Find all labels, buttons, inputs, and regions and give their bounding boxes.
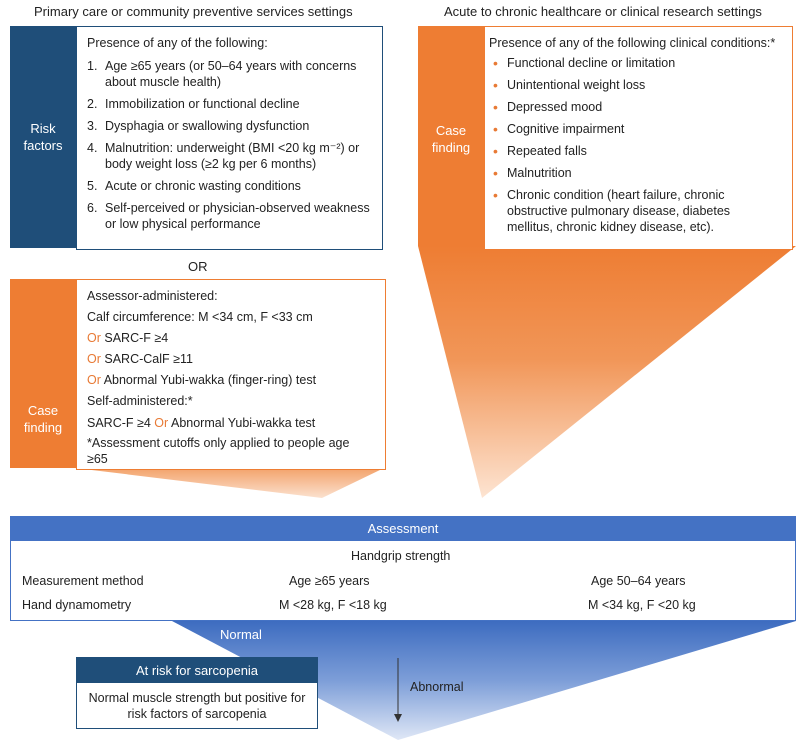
calf-circumference: Calf circumference: M <34 cm, F <33 cm [87,310,313,324]
at-risk-title: At risk for sarcopenia [135,662,259,678]
risk-factors-box: Presence of any of the following: Age ≥6… [76,26,383,250]
clinical-condition-item: Unintentional weight loss [489,77,769,93]
clinical-condition-item: Depressed mood [489,99,769,115]
case-finding-right-box: Presence of any of the following clinica… [484,26,793,250]
right-setting-heading: Acute to chronic healthcare or clinical … [444,4,762,19]
self-options: SARC-F ≥4 Or Abnormal Yubi-wakka test [87,415,385,431]
risk-factors-list: Age ≥65 years (or 50–64 years with conce… [87,58,382,232]
case-left-label-line2: finding [23,419,63,435]
self-title: Self-administered:* [87,394,193,408]
yubi-text: Abnormal Yubi-wakka (finger-ring) test [103,373,317,387]
assessment-box: Handgrip strength Measurement method Age… [10,541,796,621]
risk-factors-intro: Presence of any of the following: [87,36,268,50]
risk-factor-item: Age ≥65 years (or 50–64 years with conce… [87,58,357,89]
assessment-title: Assessment [367,521,439,536]
risk-factor-item: Self-perceived or physician-observed wea… [87,200,370,231]
sarcf-option: Or SARC-F ≥4 [87,330,385,346]
clinical-conditions-intro: Presence of any of the following clinica… [489,36,776,50]
handgrip-subtitle: Handgrip strength [351,549,451,563]
left-funnel [75,468,384,498]
cutoff-age-50: M <34 kg, F <20 kg [588,598,696,612]
self-sarcf: SARC-F ≥4 [87,416,151,430]
case-finding-left-label: Case finding [10,279,76,468]
col-age-50: Age 50–64 years [591,574,686,588]
at-risk-body: Normal muscle strength but positive for … [88,690,306,721]
at-risk-header: At risk for sarcopenia [76,657,318,683]
case-right-label-line2: finding [431,140,471,155]
clinical-condition-item: Functional decline or limitation [489,55,769,71]
risk-factors-label: Risk factors [10,26,76,248]
yubi-option: Or Abnormal Yubi-wakka (finger-ring) tes… [87,372,385,388]
risk-factor-item: Dysphagia or swallowing dysfunction [87,118,310,134]
cutoff-age-65: M <28 kg, F <18 kg [279,598,387,612]
or-connector-label: OR [188,259,208,274]
risk-factor-item: Acute or chronic wasting conditions [87,178,301,194]
risk-label-line1: Risk [30,121,56,136]
clinical-condition-item: Cognitive impairment [489,121,769,137]
or-word: Or [87,352,101,366]
clinical-conditions-list: Functional decline or limitation Uninten… [489,55,769,235]
at-risk-box: Normal muscle strength but positive for … [76,683,318,729]
case-finding-right-label: Case finding [418,26,484,246]
case-finding-left-box: Assessor-administered: Calf circumferenc… [76,279,386,470]
sarccalf-text: SARC-CalF ≥11 [104,352,193,366]
row-hand-dynamometry: Hand dynamometry [22,598,132,612]
abnormal-arrow-head [394,714,402,722]
or-word: Or [87,331,101,345]
risk-label-line2: factors [23,138,63,153]
assessor-title: Assessor-administered: [87,289,218,303]
age-footnote: *Assessment cutoffs only applied to peop… [87,436,350,466]
or-word: Or [154,416,169,430]
abnormal-label: Abnormal [410,680,464,694]
bottom-funnel [172,621,796,740]
clinical-condition-item: Chronic condition (heart failure, chroni… [489,187,769,235]
assessment-header: Assessment [10,516,796,541]
case-right-label-line1: Case [435,123,467,138]
normal-label: Normal [220,627,262,642]
clinical-condition-item: Repeated falls [489,143,769,159]
sarcf-text: SARC-F ≥4 [104,331,169,345]
col-measurement-method: Measurement method [22,574,144,588]
clinical-condition-item: Malnutrition [489,165,769,181]
risk-factor-item: Malnutrition: underweight (BMI <20 kg m⁻… [87,140,360,171]
col-age-65: Age ≥65 years [289,574,370,588]
or-word: Or [87,373,101,387]
case-left-label-line1: Case [27,402,59,418]
risk-factor-item: Immobilization or functional decline [87,96,300,112]
sarccalf-option: Or SARC-CalF ≥11 [87,351,385,367]
right-funnel [418,246,796,498]
self-yubi: Abnormal Yubi-wakka test [170,416,316,430]
left-setting-heading: Primary care or community preventive ser… [34,4,353,19]
